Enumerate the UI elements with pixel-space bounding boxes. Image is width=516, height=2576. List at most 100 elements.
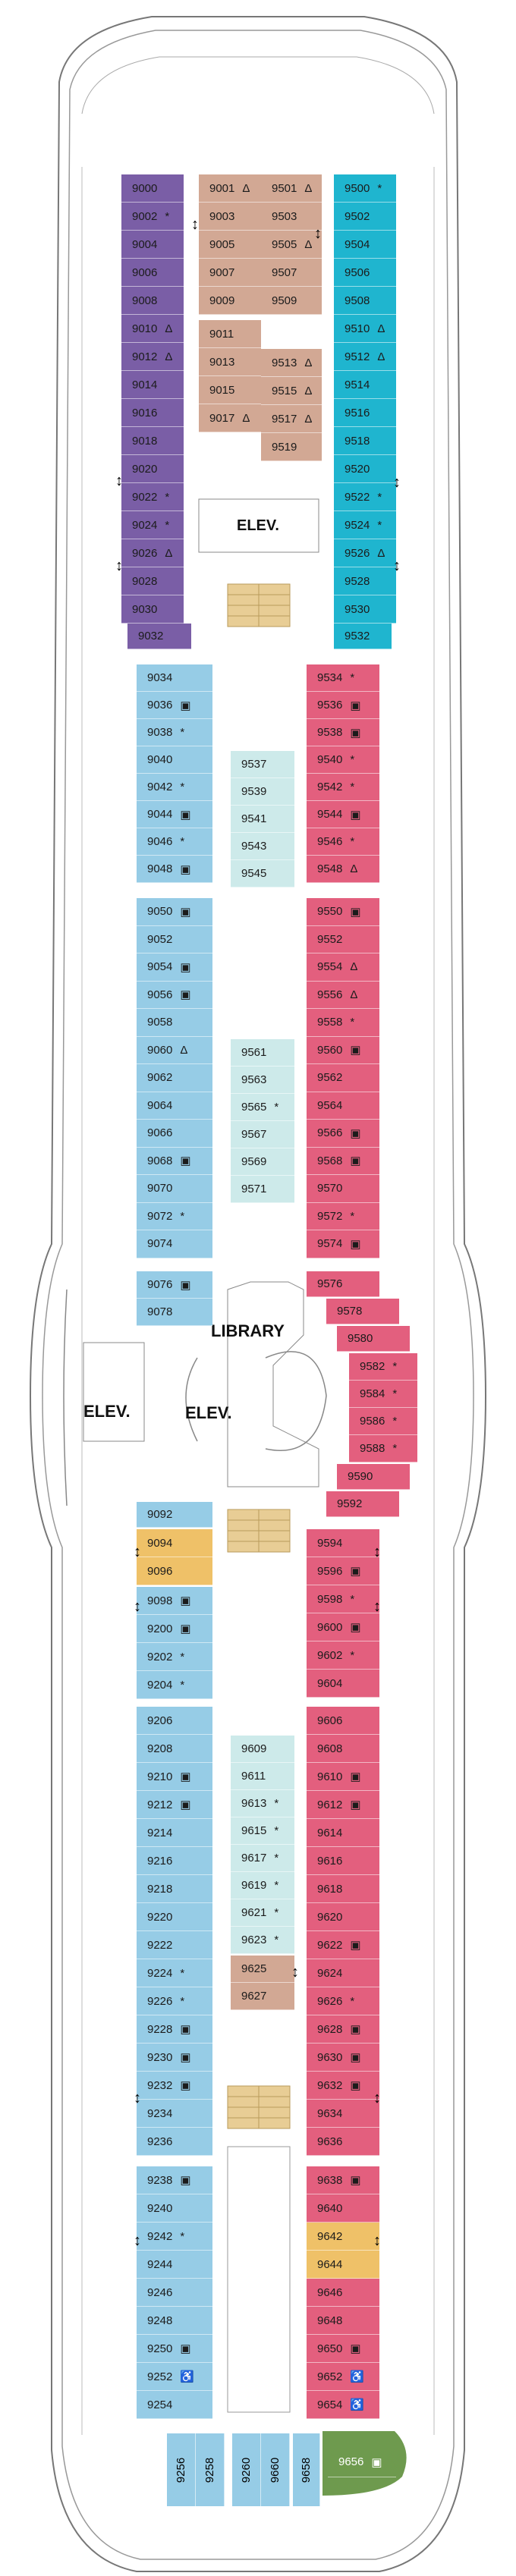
cabin-9507[interactable]: 9507	[261, 259, 322, 287]
cabin-9608[interactable]: 9608	[307, 1735, 379, 1763]
cabin-9244[interactable]: 9244	[137, 2251, 212, 2279]
cabin-9660[interactable]: 9660	[261, 2433, 290, 2506]
cabin-9528[interactable]: 9528	[334, 567, 396, 595]
cabin-9610[interactable]: 9610▣	[307, 1763, 379, 1791]
cabin-9537[interactable]: 9537	[231, 751, 294, 778]
cabin-9206[interactable]: 9206	[137, 1707, 212, 1735]
cabin-9543[interactable]: 9543	[231, 833, 294, 860]
cabin-9520[interactable]: 9520	[334, 455, 396, 483]
cabin-9504[interactable]: 9504	[334, 231, 396, 259]
cabin-9236[interactable]: 9236	[137, 2128, 212, 2156]
cabin-9626[interactable]: 9626*	[307, 1987, 379, 2015]
cabin-9028[interactable]: 9028	[121, 567, 184, 595]
cabin-9044[interactable]: 9044▣	[137, 801, 212, 828]
cabin-9627[interactable]: 9627	[231, 1983, 294, 2010]
cabin-9214[interactable]: 9214	[137, 1819, 212, 1847]
cabin-9240[interactable]: 9240	[137, 2194, 212, 2223]
cabin-9094[interactable]: 9094	[137, 1529, 212, 1557]
cabin-9204[interactable]: 9204*	[137, 1671, 212, 1699]
cabin-9578[interactable]: 9578	[326, 1299, 399, 1324]
cabin-9569[interactable]: 9569	[231, 1148, 294, 1176]
cabin-9224[interactable]: 9224*	[137, 1959, 212, 1987]
cabin-9248[interactable]: 9248	[137, 2307, 212, 2335]
cabin-9566[interactable]: 9566▣	[307, 1120, 379, 1148]
cabin-9598[interactable]: 9598*	[307, 1585, 379, 1613]
cabin-9242[interactable]: 9242*	[137, 2223, 212, 2251]
cabin-9015[interactable]: 9015	[199, 376, 261, 404]
cabin-9252[interactable]: 9252♿	[137, 2363, 212, 2391]
cabin-9216[interactable]: 9216	[137, 1847, 212, 1875]
cabin-9564[interactable]: 9564	[307, 1092, 379, 1120]
cabin-9560[interactable]: 9560▣	[307, 1036, 379, 1064]
cabin-9580[interactable]: 9580	[337, 1326, 410, 1352]
cabin-9014[interactable]: 9014	[121, 371, 184, 399]
cabin-9616[interactable]: 9616	[307, 1847, 379, 1875]
cabin-9222[interactable]: 9222	[137, 1931, 212, 1959]
cabin-9615[interactable]: 9615*	[231, 1817, 294, 1845]
cabin-9540[interactable]: 9540*	[307, 746, 379, 774]
cabin-9202[interactable]: 9202*	[137, 1643, 212, 1671]
cabin-9260[interactable]: 9260	[232, 2433, 261, 2506]
cabin-9600[interactable]: 9600▣	[307, 1613, 379, 1641]
cabin-9238[interactable]: 9238▣	[137, 2166, 212, 2194]
cabin-9068[interactable]: 9068▣	[137, 1147, 212, 1175]
cabin-9005[interactable]: 9005	[199, 231, 261, 259]
cabin-9230[interactable]: 9230▣	[137, 2044, 212, 2072]
cabin-9612[interactable]: 9612▣	[307, 1791, 379, 1819]
cabin-9524[interactable]: 9524*	[334, 511, 396, 539]
cabin-9582[interactable]: 9582*	[349, 1353, 417, 1381]
cabin-9609[interactable]: 9609	[231, 1736, 294, 1763]
cabin-9572[interactable]: 9572*	[307, 1202, 379, 1230]
cabin-9545[interactable]: 9545	[231, 860, 294, 887]
cabin-9032[interactable]: 9032	[127, 624, 191, 649]
cabin-9656[interactable]: 9656▣	[328, 2447, 396, 2477]
cabin-9541[interactable]: 9541	[231, 806, 294, 833]
cabin-9034[interactable]: 9034	[137, 664, 212, 692]
cabin-9508[interactable]: 9508	[334, 287, 396, 315]
cabin-9036[interactable]: 9036▣	[137, 692, 212, 719]
cabin-9022[interactable]: 9022*	[121, 483, 184, 511]
cabin-9620[interactable]: 9620	[307, 1903, 379, 1931]
cabin-9232[interactable]: 9232▣	[137, 2072, 212, 2100]
cabin-9046[interactable]: 9046*	[137, 828, 212, 856]
cabin-9606[interactable]: 9606	[307, 1707, 379, 1735]
cabin-9256[interactable]: 9256	[167, 2433, 196, 2506]
cabin-9567[interactable]: 9567	[231, 1121, 294, 1148]
cabin-9623[interactable]: 9623*	[231, 1927, 294, 1954]
cabin-9592[interactable]: 9592	[326, 1491, 399, 1517]
cabin-9004[interactable]: 9004	[121, 231, 184, 259]
cabin-9092[interactable]: 9092	[137, 1502, 212, 1528]
cabin-9054[interactable]: 9054▣	[137, 953, 212, 982]
cabin-9652[interactable]: 9652♿	[307, 2363, 379, 2391]
cabin-9502[interactable]: 9502	[334, 203, 396, 231]
cabin-9604[interactable]: 9604	[307, 1670, 379, 1698]
cabin-9208[interactable]: 9208	[137, 1735, 212, 1763]
cabin-9050[interactable]: 9050▣	[137, 898, 212, 926]
cabin-9584[interactable]: 9584*	[349, 1381, 417, 1408]
cabin-9258[interactable]: 9258	[196, 2433, 225, 2506]
cabin-9634[interactable]: 9634	[307, 2100, 379, 2128]
cabin-9561[interactable]: 9561	[231, 1039, 294, 1067]
cabin-9048[interactable]: 9048▣	[137, 856, 212, 883]
cabin-9066[interactable]: 9066	[137, 1120, 212, 1148]
cabin-9000[interactable]: 9000	[121, 174, 184, 203]
cabin-9576[interactable]: 9576	[307, 1271, 379, 1297]
cabin-9558[interactable]: 9558*	[307, 1009, 379, 1037]
cabin-9246[interactable]: 9246	[137, 2279, 212, 2307]
cabin-9007[interactable]: 9007	[199, 259, 261, 287]
cabin-9590[interactable]: 9590	[337, 1464, 410, 1490]
cabin-9040[interactable]: 9040	[137, 746, 212, 774]
cabin-9503[interactable]: 9503	[261, 203, 322, 231]
cabin-9070[interactable]: 9070	[137, 1175, 212, 1203]
cabin-9062[interactable]: 9062	[137, 1064, 212, 1092]
cabin-9212[interactable]: 9212▣	[137, 1791, 212, 1819]
cabin-9042[interactable]: 9042*	[137, 774, 212, 801]
cabin-9640[interactable]: 9640	[307, 2194, 379, 2223]
